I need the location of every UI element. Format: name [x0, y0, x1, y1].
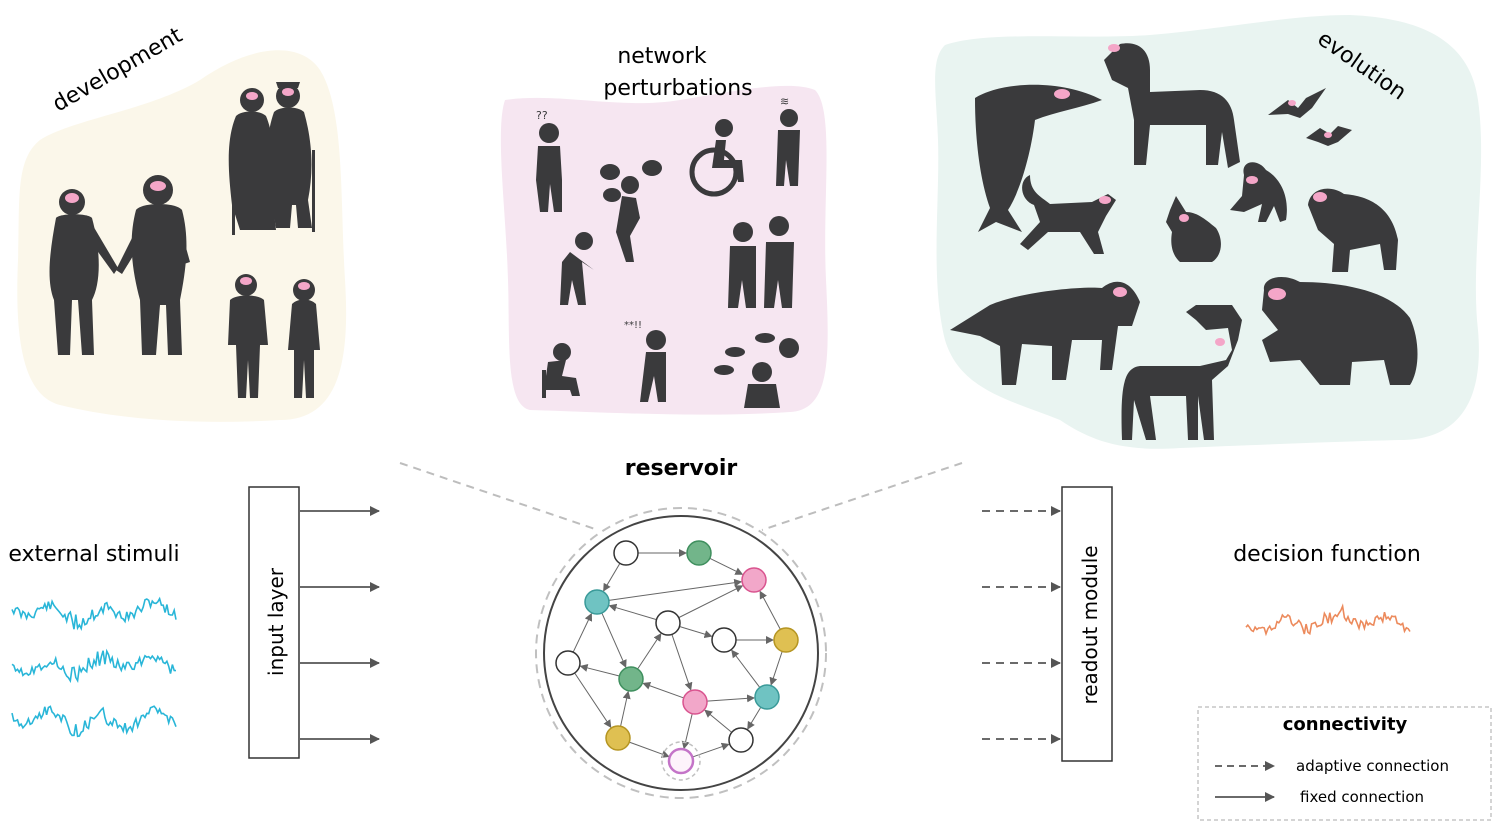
animal-brains	[1054, 44, 1332, 346]
reservoir-edge	[608, 603, 657, 621]
external-stimuli-label: external stimuli	[8, 542, 179, 567]
dizzy-person-icon: ≋	[776, 95, 800, 186]
input-layer-label: input layer	[264, 567, 288, 676]
reservoir-edge	[706, 694, 756, 703]
anxiety-eyes-icon	[714, 333, 799, 408]
readout-module-box	[1061, 486, 1113, 762]
readout-module-label: readout module	[1078, 545, 1102, 704]
reservoir-node	[655, 610, 681, 636]
reservoir-node	[555, 650, 581, 676]
reservoir-edge	[769, 651, 783, 686]
legend-fixed-label: fixed connection	[1300, 788, 1424, 806]
input-layer-box	[248, 486, 300, 759]
input-arrows	[300, 506, 380, 744]
reservoir-node	[741, 567, 767, 593]
children-figure	[228, 274, 320, 398]
sitting-distressed-icon	[542, 343, 580, 398]
elderly-couple-figure	[228, 82, 315, 235]
guide-line-right	[761, 462, 963, 531]
decision-function-label: decision function	[1233, 542, 1421, 567]
reservoir-edge	[572, 612, 593, 653]
decision-signal	[1245, 603, 1411, 637]
legend-title: connectivity	[1283, 714, 1408, 735]
reservoir-edge	[637, 633, 662, 670]
stimuli-signals	[11, 596, 177, 738]
stressed-person-icon: **!!	[624, 320, 666, 402]
deer-silhouette	[1121, 305, 1242, 440]
reservoir-nodes	[555, 540, 799, 775]
rabbit-silhouette	[1166, 196, 1221, 262]
stimulus-signal-3	[11, 705, 177, 738]
reservoir-title: reservoir	[625, 456, 738, 481]
monkey-silhouette	[1230, 162, 1287, 222]
adult-couple-figure	[49, 175, 190, 355]
reservoir-edge	[603, 563, 621, 592]
reservoir-outer-dashed-circle	[535, 507, 827, 799]
development-panel: development	[17, 23, 347, 422]
reservoir-node	[605, 725, 631, 751]
guide-line-left	[399, 462, 599, 531]
reservoir-node	[754, 684, 780, 710]
reservoir-edge	[679, 626, 713, 639]
reservoir-edge	[629, 741, 670, 758]
bear-silhouette	[1262, 276, 1418, 385]
wolf-silhouette	[950, 281, 1140, 385]
perturbations-label-line2: perturbations	[603, 76, 752, 101]
reservoir-edge	[601, 612, 627, 669]
reservoir-edges	[572, 549, 783, 758]
reservoir-edge	[642, 681, 684, 699]
legend-adaptive-label: adaptive connection	[1296, 757, 1449, 775]
legend-box	[1197, 706, 1492, 821]
svg-text:??: ??	[536, 109, 548, 122]
reservoir-node	[728, 727, 754, 753]
decision-signal-trace	[1245, 603, 1411, 637]
crowd-overwhelm-icon	[600, 160, 662, 262]
reservoir-node	[682, 689, 708, 715]
elderly-hunched-icon	[560, 232, 594, 305]
baboon-silhouette	[1308, 188, 1398, 272]
svg-text:**!!: **!!	[624, 320, 642, 331]
stimulus-signal-2	[11, 648, 177, 684]
reservoir-circle	[543, 515, 819, 791]
reservoir-node	[584, 589, 610, 615]
reservoir-highlight-ring	[661, 741, 701, 781]
reservoir-edge	[731, 649, 761, 688]
reservoir-node	[618, 666, 644, 692]
perturbations-label-line1: network	[617, 44, 707, 69]
reservoir-node	[613, 540, 639, 566]
evolution-panel: evolution	[935, 15, 1482, 449]
reservoir-edge	[747, 707, 762, 730]
wheelchair-icon	[689, 119, 744, 197]
reservoir-edge	[759, 590, 781, 630]
cat-silhouette	[1020, 175, 1116, 254]
perturbations-blob	[500, 85, 828, 415]
reservoir-edge	[709, 557, 744, 575]
reservoir-node	[773, 627, 799, 653]
reservoir-edge	[671, 634, 693, 691]
reservoir-edge	[704, 709, 733, 733]
reservoir-edge	[579, 664, 620, 677]
reservoir-node-highlighted	[667, 747, 695, 775]
confused-person-icon: ??	[536, 109, 562, 212]
perturbations-panel: network perturbations ?? ≋	[500, 44, 828, 415]
reservoir-edge	[574, 672, 612, 729]
reservoir-node	[711, 627, 737, 653]
stimulus-signal-1	[11, 596, 177, 631]
reservoir-edge	[608, 578, 743, 601]
horse-silhouette	[1104, 43, 1240, 168]
couple-support-icon	[728, 216, 794, 308]
dolphin-silhouette	[975, 84, 1102, 232]
reservoir-node	[686, 540, 712, 566]
readout-arrows	[982, 506, 1061, 744]
svg-text:≋: ≋	[780, 95, 789, 108]
bat-silhouette	[1268, 88, 1326, 118]
reservoir-edge	[678, 585, 744, 619]
reservoir-edge	[620, 690, 631, 727]
